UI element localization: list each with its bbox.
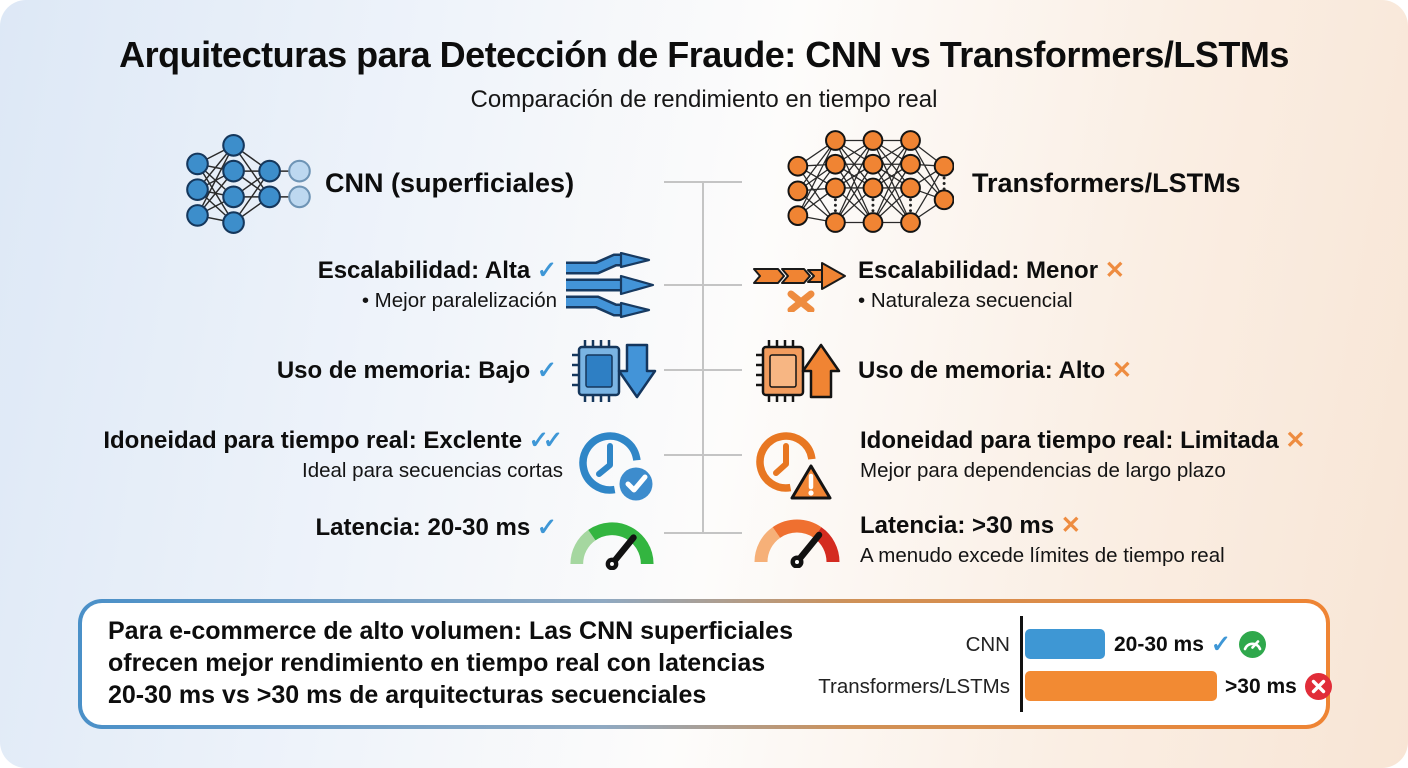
row-memory-left: Uso de memoria: Bajo ✓	[277, 357, 557, 385]
divider-tick	[664, 284, 742, 286]
row-label: Escalabilidad: Menor	[858, 257, 1099, 284]
chart-bar-cnn	[1025, 629, 1105, 659]
check-mark: ✓	[536, 357, 557, 384]
left-column-header: CNN (superficiales)	[325, 168, 575, 198]
row-note: • Naturaleza secuencial	[858, 289, 1073, 312]
row-label: Uso de memoria: Bajo	[276, 357, 531, 384]
cross-mark: ✕	[1104, 257, 1125, 284]
summary-box: Para e-commerce de alto volumen: Las CNN…	[78, 599, 1332, 729]
speedometer-badge-icon	[1238, 630, 1267, 659]
parallel-arrows-icon	[563, 252, 657, 320]
chart-value-label: >30 ms	[1225, 674, 1297, 698]
row-note: • Mejor paralelización	[361, 289, 557, 312]
summary-line: Para e-commerce de alto volumen: Las CNN…	[108, 617, 793, 645]
row-label: Uso de memoria: Alto	[858, 357, 1106, 384]
row-latency-right: Latencia: >30 ms ✕ A menudo excede límit…	[860, 512, 1225, 568]
gauge-red-icon	[751, 508, 843, 568]
double-check-mark: ✓✓	[528, 427, 563, 454]
page-subtitle: Comparación de rendimiento en tiempo rea…	[470, 86, 938, 113]
row-memory-right: Uso de memoria: Alto ✕	[858, 357, 1132, 385]
row-realtime-right: Idoneidad para tiempo real: Limitada ✕ M…	[860, 427, 1306, 483]
summary-line: 20-30 ms vs >30 ms de arquitecturas secu…	[108, 681, 707, 709]
row-scalability-right: Escalabilidad: Menor ✕ • Naturaleza secu…	[858, 257, 1125, 313]
center-divider-line	[702, 181, 704, 533]
divider-tick	[664, 369, 742, 371]
right-column-header: Transformers/LSTMs	[972, 168, 1241, 198]
chart-value-transformers: >30 ms	[1225, 672, 1333, 701]
chart-category-label: Transformers/LSTMs	[818, 675, 1010, 698]
page-title: Arquitecturas para Detección de Fraude: …	[119, 34, 1289, 75]
chip-up-arrow-icon	[749, 339, 843, 403]
cross-mark: ✕	[1111, 357, 1132, 384]
chart-value-label: 20-30 ms	[1114, 632, 1204, 656]
clock-warning-icon	[754, 426, 840, 504]
row-note: Ideal para secuencias cortas	[302, 459, 563, 482]
sequential-arrows-icon	[752, 262, 848, 312]
divider-tick	[664, 454, 742, 456]
row-label: Latencia: >30 ms	[860, 512, 1055, 539]
clock-check-icon	[576, 427, 660, 503]
cross-mark: ✕	[1285, 427, 1306, 454]
cross-mark	[787, 290, 815, 312]
row-label: Idoneidad para tiempo real: Exclente	[103, 427, 523, 454]
divider-tick	[664, 532, 742, 534]
summary-box-inner: Para e-commerce de alto volumen: Las CNN…	[82, 603, 1332, 725]
chart-value-cnn: 20-30 ms ✓	[1114, 630, 1267, 659]
row-note: Mejor para dependencias de largo plazo	[860, 459, 1226, 482]
error-badge-icon	[1304, 672, 1333, 701]
chart-axis-line	[1020, 616, 1023, 712]
check-mark: ✓	[536, 257, 557, 284]
chart-bar-transformers	[1025, 671, 1217, 701]
row-label: Latencia: 20-30 ms	[315, 514, 531, 541]
row-note: A menudo excede límites de tiempo real	[860, 544, 1225, 567]
gauge-green-icon	[567, 511, 657, 570]
summary-text: Para e-commerce de alto volumen: Las CNN…	[108, 615, 793, 711]
row-scalability-left: Escalabilidad: Alta ✓ • Mejor paraleliza…	[318, 257, 557, 313]
check-mark: ✓	[536, 514, 557, 541]
neural-network-deep-icon	[786, 127, 954, 239]
neural-network-shallow-icon	[183, 133, 315, 236]
cross-mark: ✕	[1060, 512, 1081, 539]
chip-down-arrow-icon	[565, 339, 659, 403]
row-latency-left: Latencia: 20-30 ms ✓	[315, 514, 557, 542]
check-mark: ✓	[1210, 631, 1232, 658]
row-label: Escalabilidad: Alta	[317, 257, 531, 284]
row-realtime-left: Idoneidad para tiempo real: Exclente ✓✓ …	[103, 427, 563, 483]
divider-tick	[664, 181, 742, 183]
chart-category-label: CNN	[965, 633, 1010, 656]
summary-line: ofrecen mejor rendimiento en tiempo real…	[108, 649, 766, 677]
row-label: Idoneidad para tiempo real: Limitada	[860, 427, 1279, 454]
